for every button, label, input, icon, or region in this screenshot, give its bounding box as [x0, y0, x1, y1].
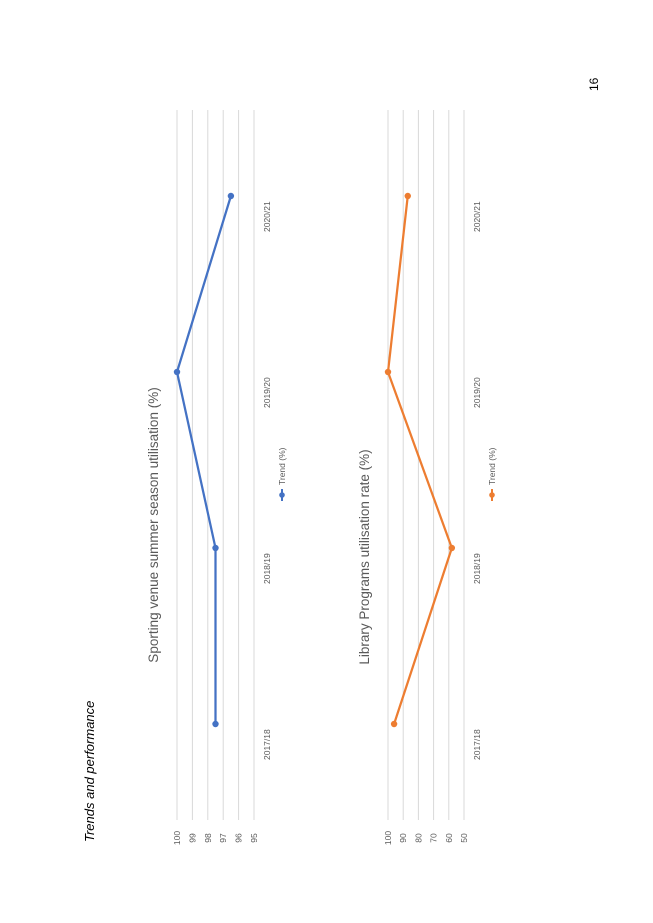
page-number: 16 [587, 77, 601, 91]
x-tick-label: 2017/18 [262, 729, 272, 760]
x-tick-label: 2019/20 [262, 377, 272, 408]
y-tick-label: 95 [249, 833, 259, 843]
series-line [175, 195, 232, 724]
data-point [404, 192, 411, 200]
legend-label: Trend (%) [277, 447, 287, 485]
data-point [212, 720, 219, 728]
x-tick-label: 2018/19 [472, 553, 482, 584]
legend-marker [489, 492, 495, 498]
y-tick-label: 97 [218, 833, 228, 843]
series-line [386, 195, 453, 725]
legend-marker [279, 492, 285, 498]
y-tick-label: 60 [444, 833, 454, 843]
y-tick-label: 80 [413, 833, 423, 843]
x-tick-label: 2019/20 [472, 377, 482, 408]
page-heading: Trends and performance [82, 701, 97, 842]
y-tick-label: 100 [383, 831, 393, 845]
x-tick-label: 2017/18 [472, 729, 482, 760]
data-point [384, 368, 392, 376]
y-tick-label: 99 [187, 833, 197, 843]
data-point [448, 544, 456, 552]
y-tick-label: 98 [203, 833, 213, 843]
y-tick-label: 96 [234, 833, 244, 843]
y-tick-label: 50 [459, 833, 469, 843]
data-point [227, 192, 235, 200]
chart-library-programs: Library Programs utilisation rate (%) 100… [357, 110, 497, 845]
data-point [212, 544, 219, 552]
y-tick-label: 70 [429, 833, 439, 843]
x-tick-label: 2020/21 [262, 201, 272, 232]
x-tick-label: 2020/21 [472, 201, 482, 232]
legend-label: Trend (%) [487, 447, 497, 485]
y-tick-label: 100 [172, 831, 182, 845]
chart-title: Sporting venue summer season utilisation… [146, 387, 161, 662]
y-tick-label: 90 [398, 833, 408, 843]
x-tick-label: 2018/19 [262, 553, 272, 584]
chart-sporting-venue: Sporting venue summer season utilisation… [146, 110, 287, 845]
data-point [390, 720, 398, 728]
chart-title: Library Programs utilisation rate (%) [357, 449, 372, 664]
data-point [173, 368, 181, 376]
